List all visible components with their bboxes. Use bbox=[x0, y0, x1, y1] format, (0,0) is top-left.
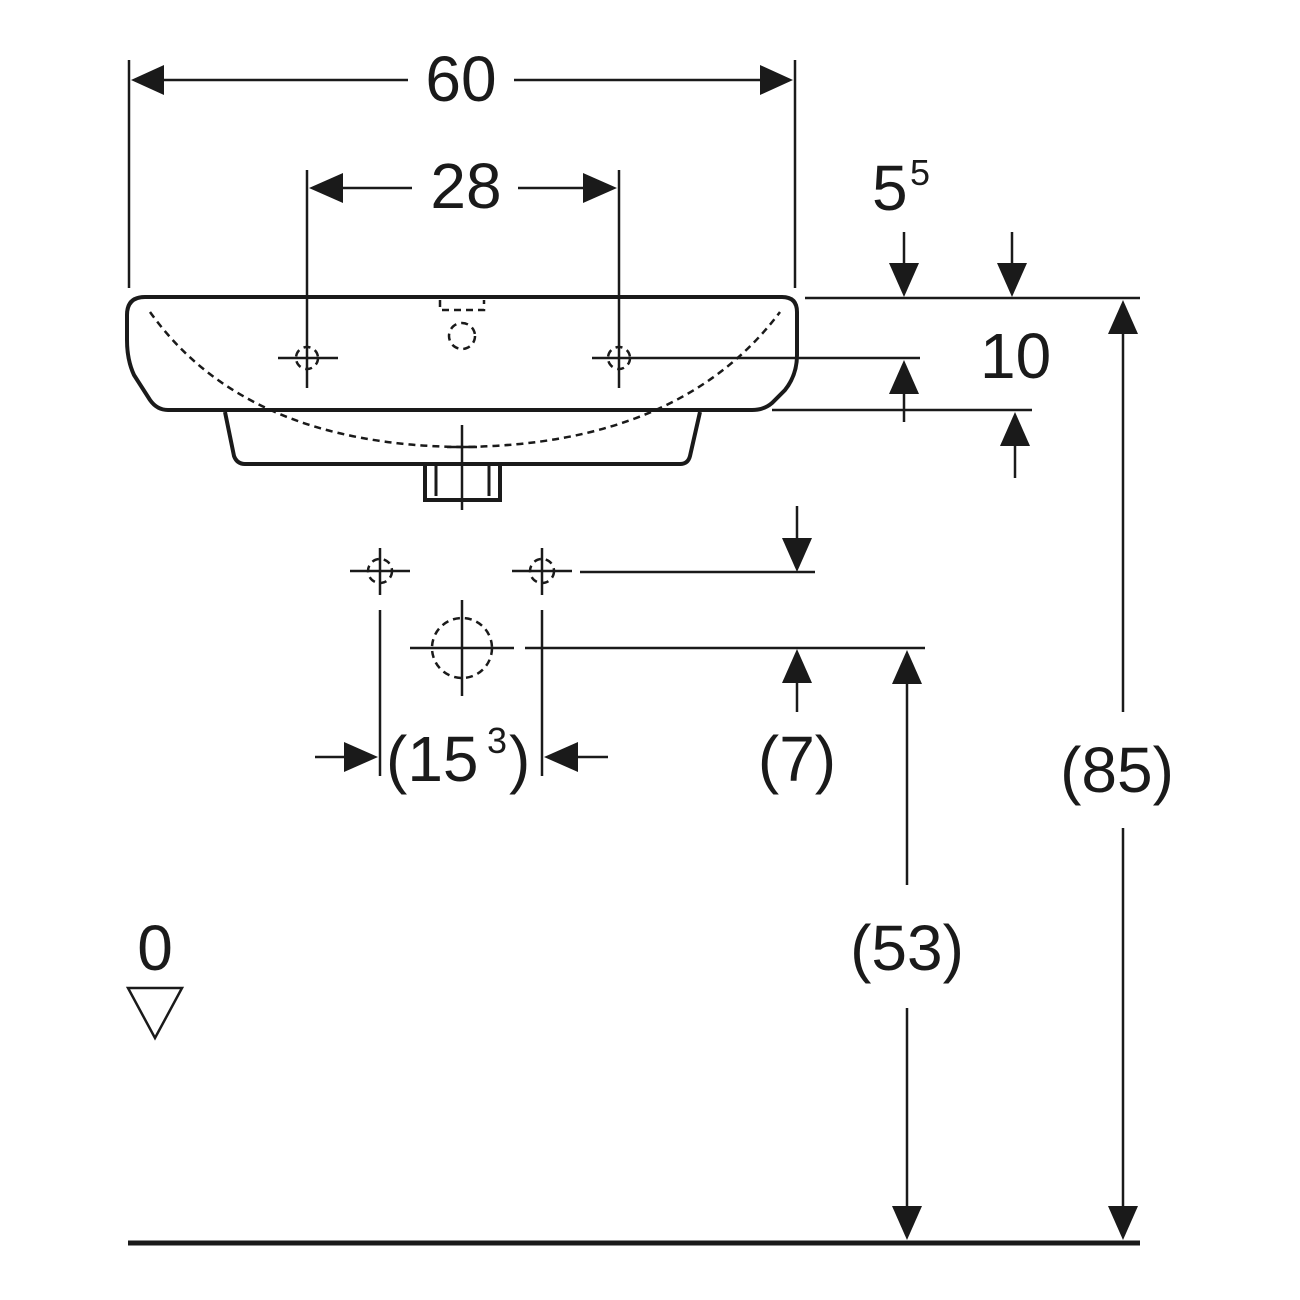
dimension-label-53: (53) bbox=[850, 912, 964, 984]
floor-level: 0 bbox=[125, 912, 1140, 1246]
overflow-hole bbox=[447, 321, 477, 351]
dimension-label-superscript: 5 bbox=[910, 152, 930, 193]
dimension-label-15: (15 bbox=[386, 723, 479, 795]
dimension-label-7: (7) bbox=[758, 723, 836, 795]
dimension-tap-hole-spacing: 28 bbox=[305, 150, 621, 388]
tap-hole-right bbox=[592, 345, 920, 371]
dimension-rim-height: (85) bbox=[1060, 300, 1174, 1240]
dimension-rim-offset: 5 5 bbox=[872, 152, 1027, 297]
bowl-hidden-line bbox=[148, 311, 781, 449]
arrow-left-icon bbox=[131, 65, 164, 95]
dimension-waste-height: (53) bbox=[850, 650, 964, 1240]
arrow-left-icon bbox=[544, 742, 578, 772]
supply-connection-right bbox=[512, 548, 815, 776]
arrow-up-icon bbox=[1108, 300, 1138, 334]
dimension-label-10: 10 bbox=[980, 320, 1051, 392]
dimension-label-5: 5 bbox=[872, 152, 908, 224]
arrow-right-icon bbox=[583, 173, 617, 203]
level-label-0: 0 bbox=[137, 912, 173, 984]
dimension-supply-spacing: (15 3 ) bbox=[315, 720, 608, 795]
dimension-overall-width: 60 bbox=[127, 43, 797, 288]
dimension-supply-offset: (7) bbox=[758, 506, 836, 795]
arrow-up-icon bbox=[889, 360, 919, 394]
arrow-left-icon bbox=[309, 173, 343, 203]
waste-connection bbox=[410, 600, 925, 696]
dimension-label-60: 60 bbox=[425, 43, 496, 115]
basin-inner-rim bbox=[148, 302, 300, 304]
basin-body bbox=[125, 295, 799, 510]
arrow-up-icon bbox=[1000, 412, 1030, 446]
arrow-down-icon bbox=[1108, 1206, 1138, 1240]
arrow-down-icon bbox=[889, 263, 919, 297]
dimension-label-close-paren: ) bbox=[509, 723, 530, 795]
dimension-label-28: 28 bbox=[430, 150, 501, 222]
supply-connection-left bbox=[350, 548, 410, 776]
overflow-slot bbox=[438, 300, 486, 312]
dimension-label-85: (85) bbox=[1060, 734, 1174, 806]
tap-hole-left bbox=[278, 345, 338, 371]
basin-rim-outline bbox=[125, 295, 799, 412]
arrow-down-icon bbox=[892, 1206, 922, 1240]
arrow-right-icon bbox=[760, 65, 793, 95]
arrow-right-icon bbox=[344, 742, 378, 772]
arrow-up-icon bbox=[892, 650, 922, 684]
arrow-down-icon bbox=[997, 263, 1027, 297]
level-marker-icon bbox=[125, 986, 185, 1041]
arrow-up-icon bbox=[782, 649, 812, 683]
arrow-down-icon bbox=[782, 538, 812, 572]
dimension-label-superscript: 3 bbox=[487, 720, 507, 761]
dimension-bowl-height: 10 bbox=[772, 320, 1051, 478]
